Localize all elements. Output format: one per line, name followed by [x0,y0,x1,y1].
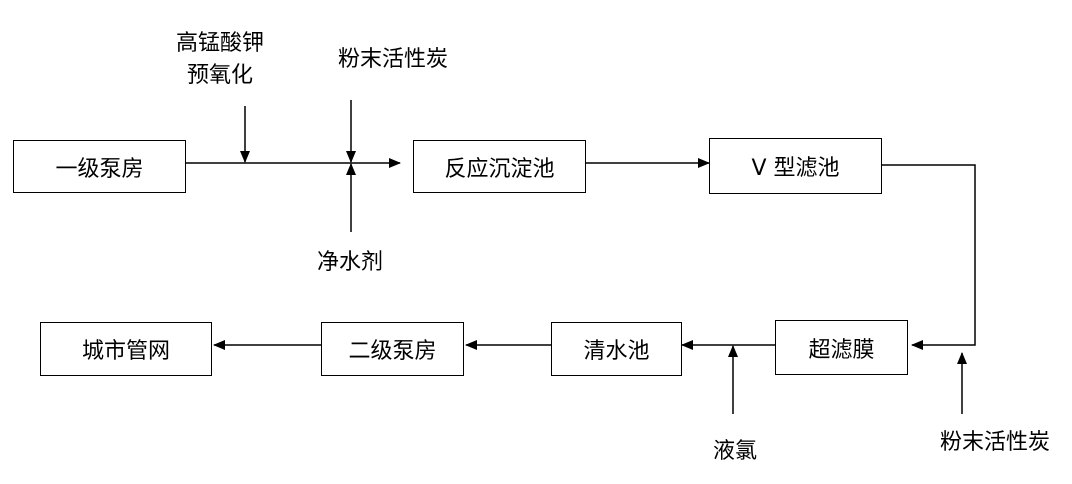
node-pump2: 二级泵房 [321,322,464,376]
label-kmno4-line1: 高锰酸钾 [175,31,264,56]
node-ultrafiltration: 超滤膜 [775,320,908,375]
label-pac-top: 粉末活性炭 [337,47,448,72]
label-chlorine: 液氯 [712,439,757,464]
label-kmno4-line2: 预氧化 [186,63,253,88]
node-sedimentation: 反应沉淀池 [413,140,586,193]
flow-line-vfilter-to-ultrafiltration [882,164,976,350]
label-pac-bottom: 粉末活性炭 [939,430,1050,455]
node-v-filter: V 型滤池 [709,138,882,194]
node-pump1: 一级泵房 [13,140,186,193]
label-coagulant: 净水剂 [316,250,383,275]
node-clear-tank: 清水池 [551,322,682,376]
node-city-network: 城市管网 [40,322,212,376]
